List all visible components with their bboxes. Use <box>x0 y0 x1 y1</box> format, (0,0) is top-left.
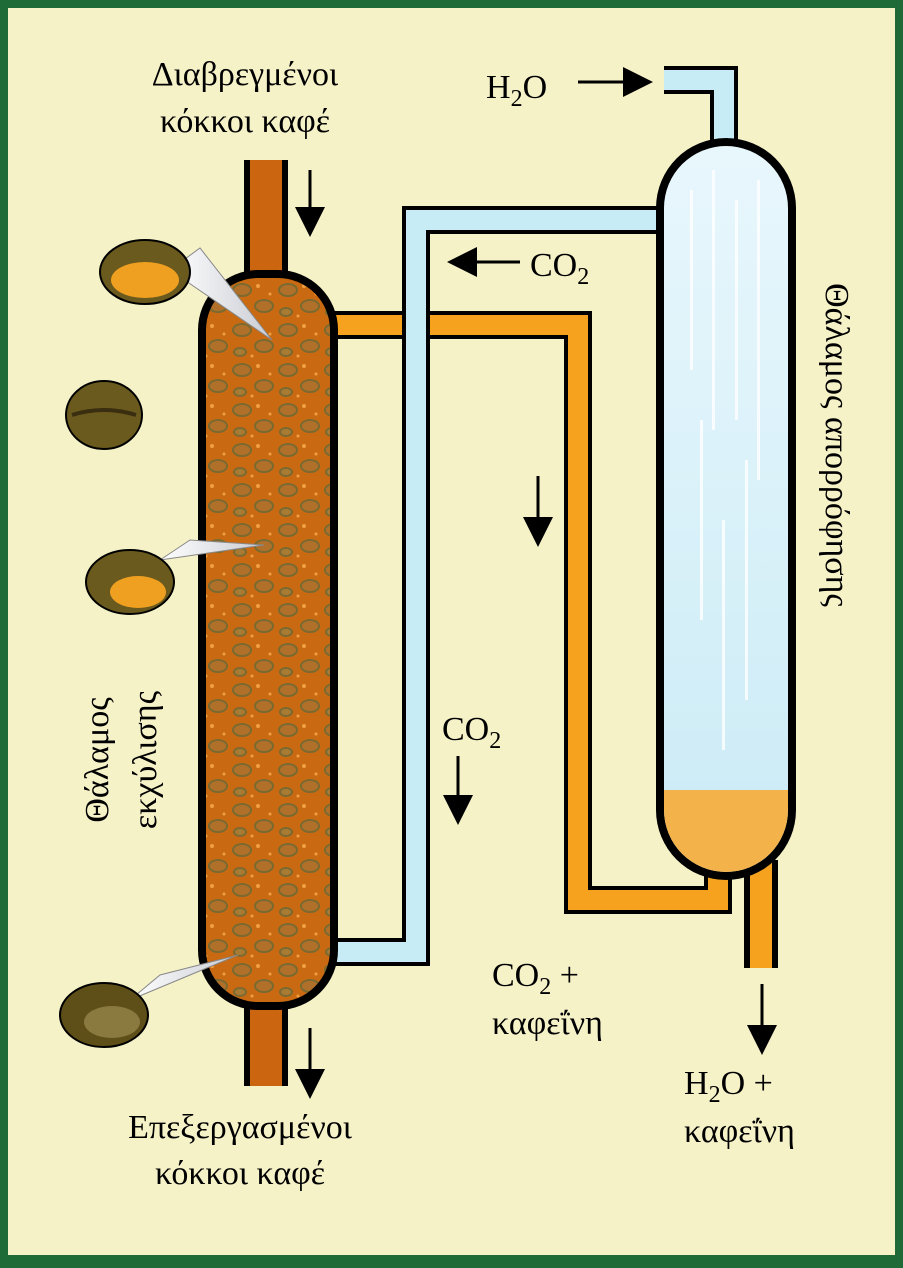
water-inlet-pipe <box>664 70 734 150</box>
water-in-label: H2O <box>486 69 547 112</box>
extraction-chamber <box>198 270 338 1010</box>
co2-caffeine-label-line2: καφεΐνη <box>492 1005 603 1042</box>
processed-beans-label-line2: κόκκοι καφέ <box>155 1155 325 1192</box>
water-caffeine-label-line2: καφεΐνη <box>684 1113 795 1150</box>
co2-top-label: CO2 <box>530 247 589 290</box>
processed-beans-label-line1: Επεξεργασμένοι <box>128 1109 352 1146</box>
absorption-chamber-label-text: Θάλαμος απορρόφησης <box>818 283 855 607</box>
co2-caffeine-pipe <box>330 315 728 910</box>
co2-mid-label: CO2 <box>442 711 501 754</box>
bean-zoom-bottom <box>59 954 239 1048</box>
whole-coffee-bean <box>65 380 143 450</box>
wet-beans-label-line2: κόκκοι καφέ <box>160 103 330 140</box>
co2-return-pipe <box>330 210 660 962</box>
water-caffeine-outlet <box>750 860 772 968</box>
wet-beans-label-line1: Διαβρεγμένοι <box>152 56 338 93</box>
co2-caffeine-label-line1: CO2 + <box>492 957 579 1000</box>
extraction-chamber-label: Θάλαμος εκχύλισης <box>79 690 164 829</box>
absorption-chamber-label: Θάλαμος απορρόφησης <box>818 283 855 607</box>
water-caffeine-label-line1: H2O + <box>684 1065 773 1108</box>
extraction-chamber-label-line1: Θάλαμος <box>79 697 116 823</box>
bean-zoom-top <box>99 239 273 341</box>
absorption-chamber <box>656 138 796 880</box>
extraction-chamber-label-line2: εκχύλισης <box>127 690 164 829</box>
bean-zoom-middle <box>85 539 265 615</box>
